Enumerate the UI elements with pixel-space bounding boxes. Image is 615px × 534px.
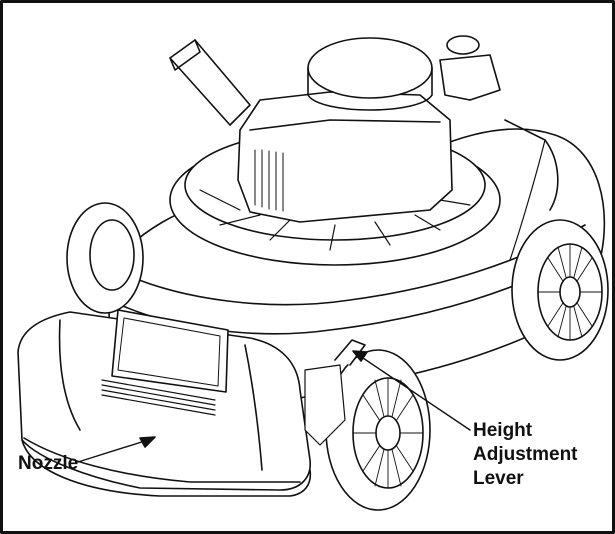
height-lever-arrowhead (352, 350, 368, 362)
height-lever-bracket (304, 364, 346, 446)
nozzle-window-inner (117, 317, 221, 387)
nozzle-label: Nozzle (18, 453, 79, 474)
nozzle-lip (23, 437, 301, 483)
nozzle-ridge-2 (244, 344, 263, 471)
nozzle-front (21, 439, 312, 497)
housing-ribs (199, 189, 471, 251)
wheel-rear-right-hub (559, 276, 581, 308)
wheel-rear-left-hub (89, 219, 135, 291)
nozzle-arrowhead (139, 436, 156, 448)
engine-cap-side (307, 67, 433, 111)
wheel-rear-left (66, 202, 144, 314)
height-label-line-2: Adjustment (473, 444, 578, 465)
wheel-front-right-hub (375, 415, 401, 451)
engine-cap (307, 37, 433, 99)
height-adjustment-lever-label: Height Adjustment Lever (473, 419, 578, 491)
nozzle-grille (101, 379, 216, 416)
cable-right (509, 139, 546, 261)
height-label-line-1: Height (473, 420, 533, 441)
handle-arm-left-end (169, 39, 201, 71)
nozzle-window (111, 309, 229, 393)
handle-arm-left (169, 39, 251, 126)
nozzle-ridge (58, 319, 81, 431)
gas-cap (446, 35, 480, 55)
engine-top-edge (249, 119, 441, 131)
height-lever-leader-line (359, 355, 471, 431)
cooling-fins (254, 149, 284, 212)
height-label-line-3: Lever (473, 468, 524, 489)
engine-block (237, 91, 453, 223)
nozzle-leader-line (77, 439, 149, 463)
gas-tank (439, 54, 501, 101)
